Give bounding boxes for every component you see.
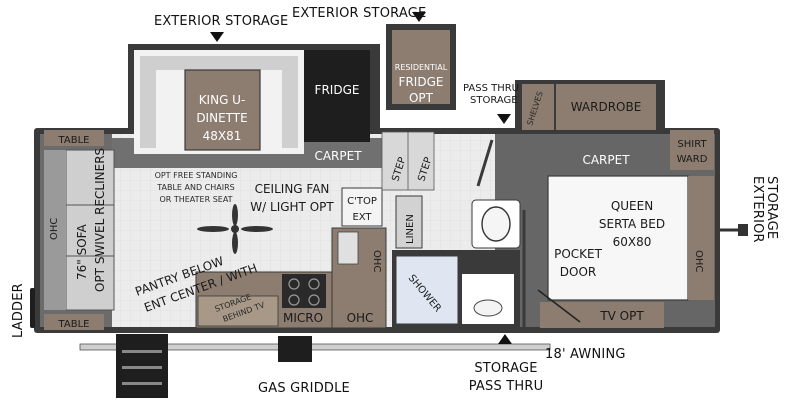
label-ladder: LADDER bbox=[11, 283, 26, 338]
residential-fridge-fill bbox=[392, 30, 450, 104]
bed-headboard bbox=[688, 176, 714, 300]
sofa-arm bbox=[44, 150, 66, 310]
label-ohc-kitchen: OHC bbox=[371, 250, 382, 272]
label-queen-bed-3: 60X80 bbox=[613, 235, 652, 249]
label-ohc-bottom: OHC bbox=[347, 311, 374, 325]
linen bbox=[395, 195, 423, 249]
door-wall bbox=[476, 139, 494, 187]
label-pass-thru-storage-2: STORAGE bbox=[470, 95, 518, 106]
label-king-dinette-2: DINETTE bbox=[196, 111, 247, 125]
label-pocket-door-1: POCKET bbox=[554, 247, 603, 261]
label-exterior-storage-right-1: EXTERIOR bbox=[750, 176, 765, 243]
dinette-table bbox=[184, 69, 261, 151]
sofa bbox=[65, 149, 115, 311]
arrow-down-icon bbox=[412, 12, 426, 22]
label-shirt-ward-1: SHIRT bbox=[677, 139, 707, 150]
label-tv-opt: TV OPT bbox=[599, 309, 644, 323]
label-storage-pass-thru-1: STORAGE bbox=[474, 361, 537, 376]
storage-behind-tv-box bbox=[197, 295, 279, 327]
fridge bbox=[304, 50, 370, 142]
label-residential-fridge-1: RESIDENTIAL bbox=[395, 63, 448, 72]
shower bbox=[395, 255, 459, 325]
label-wardrobe: WARDROBE bbox=[571, 100, 642, 114]
label-pass-thru-storage-1: PASS THRU bbox=[463, 83, 519, 94]
ctop-ext bbox=[341, 187, 383, 227]
tv-opt-icon bbox=[537, 289, 581, 323]
label-opt-free-standing-2: TABLE AND CHAIRS bbox=[156, 183, 235, 192]
label-exterior-storage-right-2: STORAGE bbox=[764, 176, 779, 239]
label-ceiling-fan-2: W/ LIGHT OPT bbox=[250, 200, 334, 214]
label-queen-bed-1: QUEEN bbox=[611, 199, 653, 213]
arrow-down-icon bbox=[210, 32, 224, 42]
awning bbox=[79, 343, 551, 351]
table-bottom bbox=[44, 314, 104, 330]
arrow-up-icon bbox=[498, 334, 512, 344]
label-opt-free-standing-1: OPT FREE STANDING bbox=[155, 171, 238, 180]
gas-griddle bbox=[278, 336, 312, 362]
label-table-bottom: TABLE bbox=[58, 319, 90, 330]
vanity-sink-icon bbox=[473, 299, 503, 317]
label-opt-free-standing-3: OR THEATER SEAT bbox=[159, 195, 232, 204]
label-ctop-ext-1: C'TOP bbox=[347, 196, 377, 207]
label-ceiling-fan-1: CEILING FAN bbox=[255, 182, 330, 196]
label-pocket-door-2: DOOR bbox=[560, 265, 596, 279]
stove bbox=[282, 274, 326, 308]
dinette-back-right bbox=[282, 56, 298, 148]
label-king-dinette-1: KING U- bbox=[199, 93, 246, 107]
burner-icon bbox=[288, 278, 300, 290]
burner-icon bbox=[288, 294, 300, 306]
ceiling-fan-icon bbox=[197, 204, 273, 254]
table-top bbox=[44, 130, 104, 146]
toilet-icon bbox=[471, 199, 521, 249]
label-storage-pass-thru-2: PASS THRU bbox=[469, 379, 544, 394]
label-fridge: FRIDGE bbox=[315, 83, 360, 97]
label-recliners: OPT SWIVEL RECLINERS bbox=[93, 148, 107, 292]
label-carpet-bedroom: CARPET bbox=[582, 153, 630, 167]
dinette-back-top bbox=[140, 56, 298, 70]
label-linen: LINEN bbox=[405, 214, 416, 244]
dinette-back-left bbox=[140, 56, 156, 148]
label-ohc-right: OHC bbox=[693, 250, 704, 272]
shelves bbox=[522, 84, 554, 130]
burner-icon bbox=[308, 294, 320, 306]
label-residential-fridge-2: FRIDGE bbox=[399, 75, 444, 89]
label-gas-griddle: GAS GRIDDLE bbox=[258, 381, 350, 396]
shirt-ward bbox=[670, 130, 714, 170]
label-residential-fridge-3: OPT bbox=[409, 91, 434, 105]
rear-hitch bbox=[738, 224, 748, 236]
label-sofa: 76" SOFA bbox=[75, 224, 89, 280]
label-exterior-storage-top: EXTERIOR STORAGE bbox=[154, 14, 288, 29]
label-king-dinette-3: 48X81 bbox=[203, 129, 242, 143]
label-queen-bed-2: SERTA BED bbox=[599, 217, 665, 231]
entry-steps bbox=[116, 334, 168, 398]
label-carpet-living: CARPET bbox=[314, 149, 362, 163]
label-awning: 18' AWNING bbox=[545, 347, 626, 362]
queen-bed bbox=[547, 175, 689, 301]
wardrobe bbox=[556, 84, 656, 130]
arrow-down-icon bbox=[497, 114, 511, 124]
label-exterior-storage-top2: EXTERIOR STORAGE bbox=[292, 6, 426, 21]
label-ctop-ext-2: EXT bbox=[352, 212, 372, 223]
label-shirt-ward-2: WARD bbox=[677, 154, 708, 165]
label-ohc-left: OHC bbox=[49, 218, 60, 240]
ladder bbox=[30, 288, 35, 328]
label-table-top: TABLE bbox=[58, 135, 90, 146]
label-micro: MICRO bbox=[283, 311, 323, 325]
sink bbox=[337, 231, 359, 265]
burner-icon bbox=[308, 278, 320, 290]
